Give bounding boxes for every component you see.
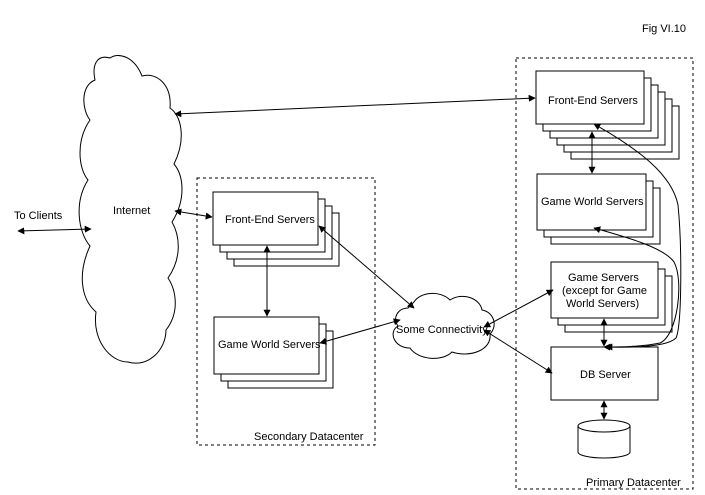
connectivity-dbserver-edge	[483, 329, 553, 374]
secondary-frontend-connectivity-edge	[318, 225, 415, 309]
connectivity-label: Some Connectivity	[396, 324, 488, 336]
internet-secondary-frontend-edge	[174, 208, 213, 220]
secondary-gameworld-stack	[213, 316, 334, 389]
internet-label: Internet	[113, 205, 150, 217]
primary-datacenter-boundary	[515, 57, 694, 490]
figure-label: Fig VI.10	[642, 23, 686, 35]
secondary-frontend-stack	[212, 191, 340, 267]
primary-gameservers-label-line1: Game Servers	[568, 272, 639, 284]
primary-datacenter-label: Primary Datacenter	[586, 477, 681, 489]
database-cylinder-icon	[577, 419, 631, 459]
primary-gameservers-label-line3: World Servers)	[566, 298, 639, 310]
primary-gameservers-label-line2: (except for Game	[562, 285, 647, 297]
secondary-gameworld-connectivity-edge	[319, 318, 401, 345]
clients-label: To Clients	[14, 210, 63, 222]
primary-gameworld-dbserver-edge	[593, 226, 680, 351]
primary-db-server-box	[550, 346, 659, 401]
secondary-datacenter-boundary	[196, 177, 376, 446]
primary-db-server-label: DB Server	[580, 369, 631, 381]
primary-gameworld-stack	[536, 173, 661, 245]
secondary-datacenter-label: Secondary Datacenter	[254, 431, 364, 443]
secondary-frontend-label: Front-End Servers	[225, 214, 315, 226]
connectivity-gameservers-edge	[483, 289, 554, 328]
primary-gameworld-label: Game World Servers	[541, 196, 644, 208]
primary-frontend-stack	[535, 70, 680, 160]
internet-primary-frontend-edge	[174, 94, 536, 118]
clients-internet-edge	[17, 225, 92, 235]
secondary-gameworld-label: Game World Servers	[218, 339, 321, 351]
primary-frontend-dbserver-edge	[593, 123, 682, 351]
primary-frontend-label: Front-End Servers	[548, 95, 638, 107]
